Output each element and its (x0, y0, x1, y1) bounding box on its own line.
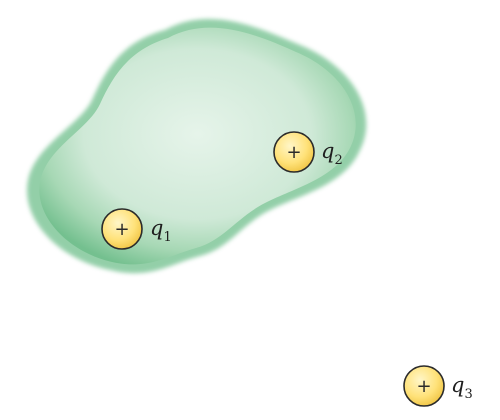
charge-q3-sign: + (416, 376, 431, 397)
charge-q1-sign: + (114, 219, 129, 240)
charge-q2-sign: + (286, 142, 301, 163)
charge-q3: + q3 (403, 365, 473, 407)
charge-q1: + q1 (101, 208, 172, 250)
gaussian-surface (26, 18, 367, 274)
charge-q2-circle (273, 131, 315, 173)
charge-q2-subscript: 2 (334, 153, 342, 168)
charge-q3-circle (403, 365, 445, 407)
charge-q2-label: q2 (321, 139, 343, 168)
charge-q1-subscript: 1 (163, 230, 171, 245)
charge-q3-subscript: 3 (464, 387, 472, 402)
charge-q1-circle (101, 208, 143, 250)
charge-q3-label: q3 (451, 373, 473, 402)
surface-body (39, 27, 356, 265)
charge-q2: + q2 (273, 131, 343, 173)
charge-q3-symbol: q (451, 373, 464, 397)
charge-q1-label: q1 (150, 216, 172, 245)
charge-q1-symbol: q (150, 216, 163, 240)
charge-q2-symbol: q (321, 139, 334, 163)
